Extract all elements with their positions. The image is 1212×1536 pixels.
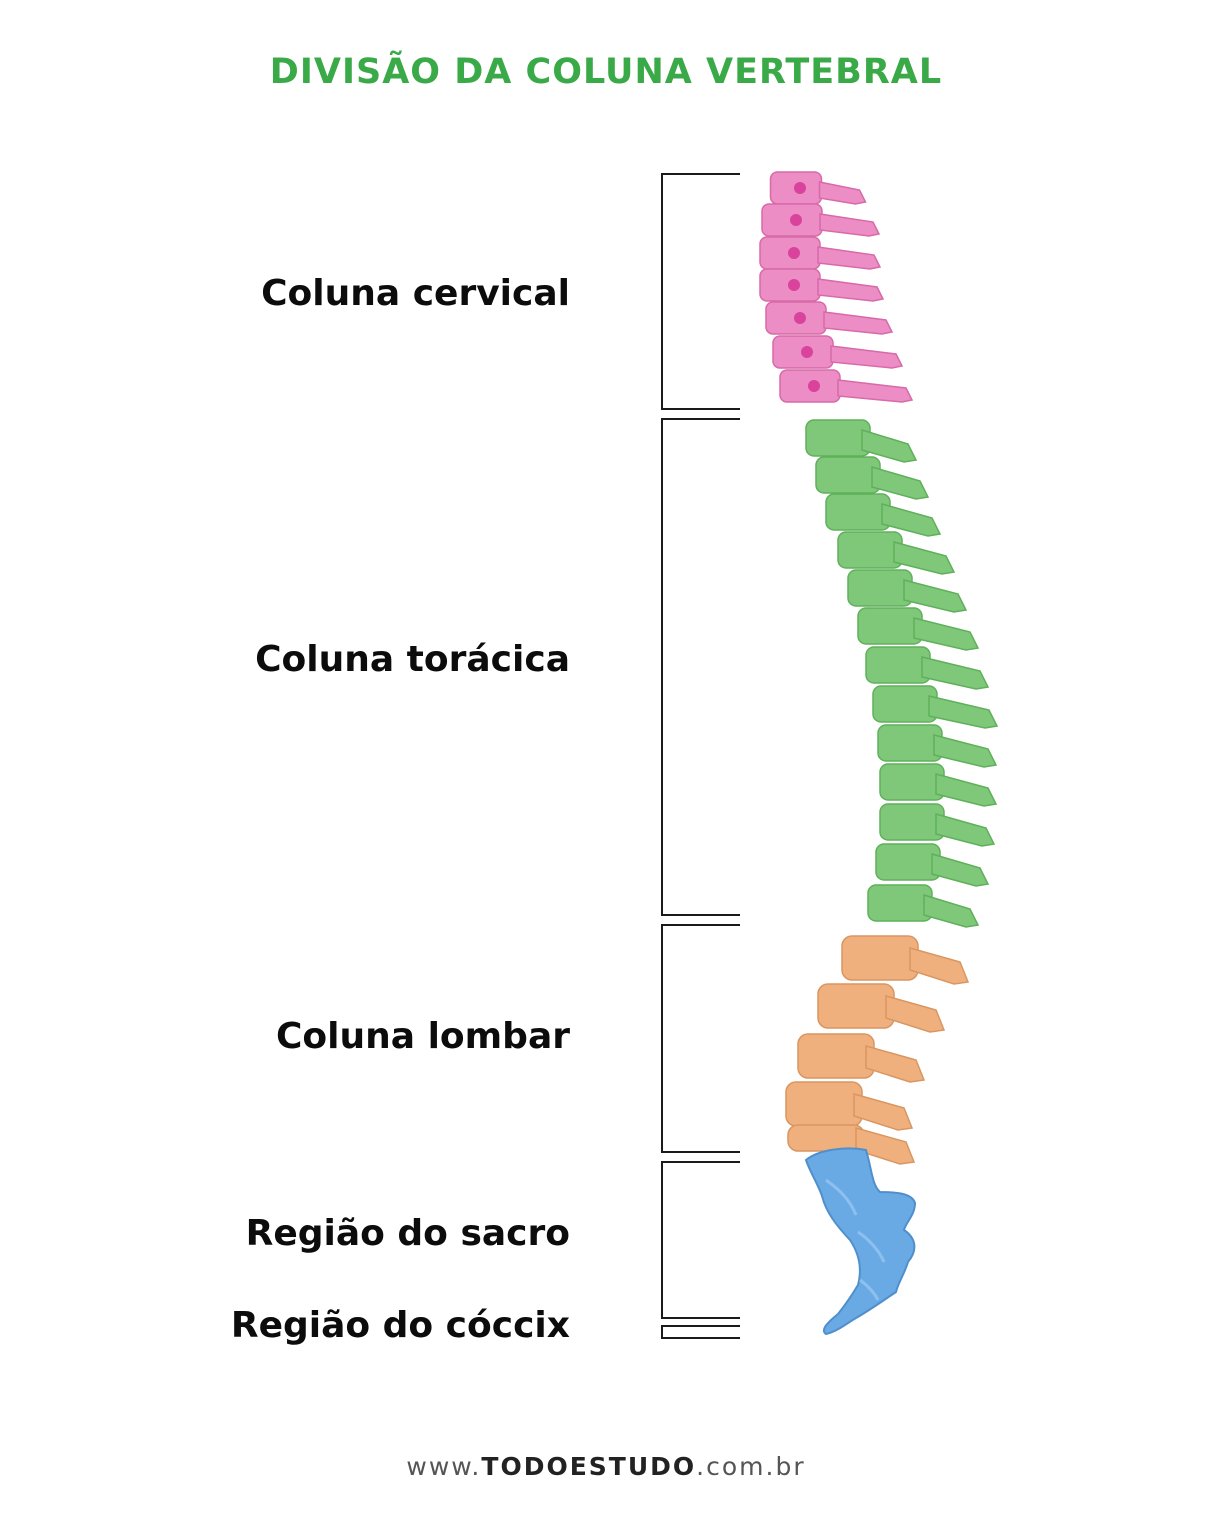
cervical-vertebra xyxy=(759,236,882,270)
thoracic-vertebra xyxy=(875,843,990,887)
thoracic-vertebra xyxy=(879,803,996,847)
cervical-vertebra xyxy=(765,301,894,335)
thoracic-vertebra xyxy=(865,646,990,690)
footer-suffix: .com.br xyxy=(696,1452,806,1481)
lumbar-vertebrae xyxy=(785,935,970,1165)
thoracic-vertebrae xyxy=(805,419,999,928)
label-sacrum-region: Região do sacro xyxy=(245,1213,570,1254)
bracket-lumbar xyxy=(661,924,740,1153)
label-thoracic-spine: Coluna torácica xyxy=(255,639,570,680)
cervical-vertebra xyxy=(779,369,914,403)
thoracic-vertebra xyxy=(879,763,998,807)
footer-prefix: www. xyxy=(406,1452,482,1481)
lumbar-vertebra xyxy=(785,1081,914,1131)
lumbar-vertebra xyxy=(797,1033,926,1083)
bracket-thoracic xyxy=(661,418,740,916)
thoracic-vertebra xyxy=(847,569,968,613)
lumbar-vertebra xyxy=(841,935,970,985)
cervical-vertebrae xyxy=(759,171,914,403)
bracket-coccyx xyxy=(661,1325,740,1339)
bracket-sacrum xyxy=(661,1161,740,1319)
region-brackets xyxy=(661,173,740,1339)
thoracic-vertebra xyxy=(815,456,930,500)
label-lumbar-spine: Coluna lombar xyxy=(276,1016,570,1057)
lumbar-vertebra xyxy=(817,983,946,1033)
cervical-vertebra xyxy=(769,171,867,205)
thoracic-vertebra xyxy=(872,685,999,729)
cervical-vertebra xyxy=(772,335,904,369)
cervical-vertebra xyxy=(761,203,881,237)
sacrum-shape xyxy=(804,1147,917,1336)
thoracic-vertebra xyxy=(857,607,980,651)
thoracic-vertebra xyxy=(877,724,998,768)
lumbar-vertebra xyxy=(787,1124,916,1165)
thoracic-vertebra xyxy=(825,493,942,537)
label-coccyx-region: Região do cóccix xyxy=(230,1305,570,1346)
cervical-vertebra xyxy=(759,268,885,302)
thoracic-vertebra xyxy=(805,419,918,463)
bracket-cervical xyxy=(661,173,740,410)
sacrum-coccyx xyxy=(804,1147,917,1336)
thoracic-vertebra xyxy=(867,884,980,928)
thoracic-vertebra xyxy=(837,531,956,575)
footer-website: www.TODOESTUDO.com.br xyxy=(0,1452,1212,1481)
label-cervical-spine: Coluna cervical xyxy=(261,273,570,314)
footer-brand: TODOESTUDO xyxy=(481,1452,697,1481)
diagram-title: DIVISÃO DA COLUNA VERTEBRAL xyxy=(269,52,943,92)
